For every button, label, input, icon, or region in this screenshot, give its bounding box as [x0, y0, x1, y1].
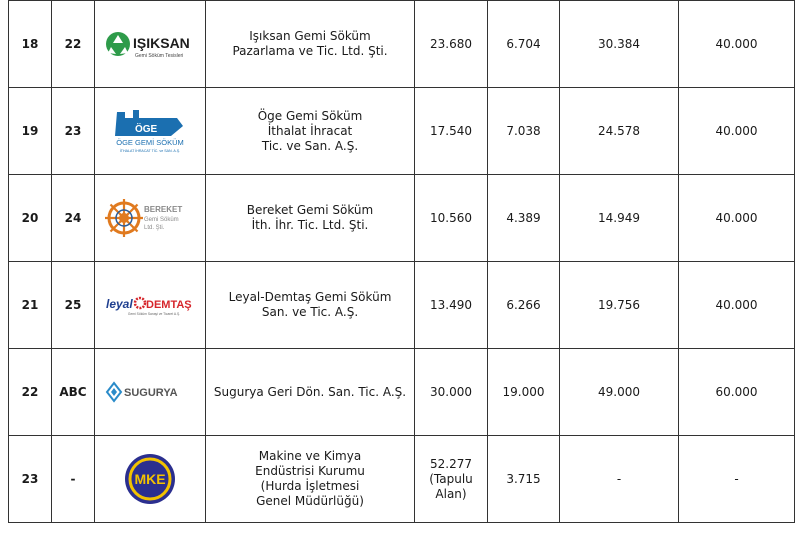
leyal-demtas-logo: leyal DEMTAŞ Gemi Söküm Sanayi ve Ticare…	[106, 296, 192, 316]
ship-recycling-table: 18 22 IŞIKSAN Gemi Söküm Tesisleri	[8, 0, 795, 523]
diamond-icon	[105, 381, 123, 403]
logo-text: leyal	[106, 297, 133, 311]
value-4: 40.000	[678, 261, 795, 349]
logo-subtext: Ltd. Şti.	[144, 225, 165, 231]
company-logo-cell: BEREKET Gemi Söküm Ltd. Şti.	[94, 174, 206, 262]
company-name-line: Sugurya Geri Dön. San. Tic. A.Ş.	[213, 384, 407, 399]
company-name-line: Makine ve Kimya	[258, 449, 362, 463]
value-2: 3.715	[487, 435, 560, 523]
value-1-line: (Tapulu	[429, 471, 473, 486]
value-4: -	[678, 435, 795, 523]
row-number: 21	[8, 261, 52, 349]
oge-logo: ÖGE ÖGE GEMİ SÖKÜM İTHALAT İHRACAT TİC. …	[115, 110, 184, 153]
table-row: 18 22 IŞIKSAN Gemi Söküm Tesisleri	[8, 0, 795, 88]
value-3: 14.949	[559, 174, 679, 262]
helm-wheel-icon	[105, 199, 143, 237]
value-4: 40.000	[678, 0, 795, 88]
company-name-line: Endüstrisi Kurumu	[255, 464, 365, 478]
company-name-line: (Hurda İşletmesi	[260, 479, 360, 493]
logo-subtext: Gemi Söküm Sanayi ve Ticaret A.Ş.	[128, 312, 180, 316]
bereket-logo: BEREKET Gemi Söküm Ltd. Şti.	[105, 199, 182, 237]
value-1: 13.490	[414, 261, 488, 349]
table-row: 22 ABC SUGURYA Sugurya Geri Dön. San. Ti…	[8, 348, 795, 436]
value-1-line: Alan)	[435, 486, 467, 501]
company-name: Işıksan Gemi Söküm Pazarlama ve Tic. Ltd…	[205, 0, 415, 88]
site-number: 24	[51, 174, 95, 262]
logo-text: SUGURYA	[124, 387, 178, 399]
site-number: ABC	[51, 348, 95, 436]
company-logo-cell: ÖGE ÖGE GEMİ SÖKÜM İTHALAT İHRACAT TİC. …	[94, 87, 206, 175]
site-number: 22	[51, 0, 95, 88]
value-2: 6.704	[487, 0, 560, 88]
company-logo-cell: leyal DEMTAŞ Gemi Söküm Sanayi ve Ticare…	[94, 261, 206, 349]
row-number: 18	[8, 0, 52, 88]
table-row: 20 24 BEREKET Gemi Söküm Ltd. Şti.	[8, 174, 795, 262]
logo-subtext: Gemi Söküm Tesisleri	[135, 53, 183, 59]
company-name-line: Pazarlama ve Tic. Ltd. Şti.	[232, 44, 388, 58]
value-4: 40.000	[678, 174, 795, 262]
logo-text: BEREKET	[144, 205, 182, 214]
value-4: 60.000	[678, 348, 795, 436]
logo-subtext: Gemi Söküm	[144, 217, 179, 223]
company-logo-cell: SUGURYA	[94, 348, 206, 436]
value-2: 4.389	[487, 174, 560, 262]
site-number: 25	[51, 261, 95, 349]
value-3: 24.578	[559, 87, 679, 175]
sugurya-logo: SUGURYA	[105, 381, 178, 403]
company-name-line: İthalat İhracat	[267, 123, 353, 138]
logo-text: ÖGE	[135, 122, 158, 135]
company-name-line: İth. İhr. Tic. Ltd. Şti.	[251, 218, 369, 232]
company-name-line: Bereket Gemi Söküm	[246, 203, 374, 217]
company-name: Bereket Gemi Söküm İth. İhr. Tic. Ltd. Ş…	[205, 174, 415, 262]
value-3: 49.000	[559, 348, 679, 436]
company-logo-cell: MKE	[94, 435, 206, 523]
logo-text: MKE	[134, 471, 165, 487]
company-name: Öge Gemi Söküm İthalat İhracat Tic. ve S…	[205, 87, 415, 175]
value-1: 17.540	[414, 87, 488, 175]
logo-text: IŞIKSAN	[133, 35, 190, 51]
recycle-icon	[106, 32, 130, 56]
ship-icon	[115, 110, 183, 136]
value-3: -	[559, 435, 679, 523]
company-name-line: San. ve Tic. A.Ş.	[261, 305, 359, 319]
company-name: Leyal-Demtaş Gemi Söküm San. ve Tic. A.Ş…	[205, 261, 415, 349]
value-1: 52.277 (Tapulu Alan)	[414, 435, 488, 523]
row-number: 19	[8, 87, 52, 175]
company-name: Makine ve Kimya Endüstrisi Kurumu (Hurda…	[205, 435, 415, 523]
value-4: 40.000	[678, 87, 795, 175]
value-1-line: 52.277	[430, 456, 472, 471]
company-name-line: Leyal-Demtaş Gemi Söküm	[228, 290, 392, 304]
company-name-line: Öge Gemi Söküm	[257, 108, 363, 123]
table-row: 19 23 ÖGE ÖGE GEMİ SÖKÜM İTHALAT İHRACAT…	[8, 87, 795, 175]
value-1: 10.560	[414, 174, 488, 262]
logo-subtext: İTHALAT İHRACAT TİC. ve SAN. A.Ş.	[120, 148, 180, 153]
value-3: 19.756	[559, 261, 679, 349]
mke-emblem-icon: MKE	[125, 454, 175, 504]
logo-subtext: ÖGE GEMİ SÖKÜM	[116, 138, 184, 147]
value-2: 19.000	[487, 348, 560, 436]
company-logo-cell: IŞIKSAN Gemi Söküm Tesisleri	[94, 0, 206, 88]
company-name-line: Tic. ve San. A.Ş.	[261, 138, 359, 153]
site-number: -	[51, 435, 95, 523]
site-number: 23	[51, 87, 95, 175]
row-number: 22	[8, 348, 52, 436]
table-row: 23 - MKE Makine ve Kimya Endüstrisi Kuru…	[8, 435, 795, 523]
company-name-line: Işıksan Gemi Söküm	[249, 29, 371, 43]
value-3: 30.384	[559, 0, 679, 88]
company-name: Sugurya Geri Dön. San. Tic. A.Ş.	[205, 348, 415, 436]
logo-text: DEMTAŞ	[146, 299, 192, 311]
value-2: 6.266	[487, 261, 560, 349]
row-number: 23	[8, 435, 52, 523]
gear-icon	[133, 296, 147, 310]
value-2: 7.038	[487, 87, 560, 175]
table-row: 21 25 leyal DEMTAŞ Gemi Söküm Sanayi ve …	[8, 261, 795, 349]
value-1: 30.000	[414, 348, 488, 436]
company-name-line: Genel Müdürlüğü)	[256, 494, 364, 508]
value-1: 23.680	[414, 0, 488, 88]
row-number: 20	[8, 174, 52, 262]
isiksan-logo: IŞIKSAN Gemi Söküm Tesisleri	[106, 32, 190, 59]
